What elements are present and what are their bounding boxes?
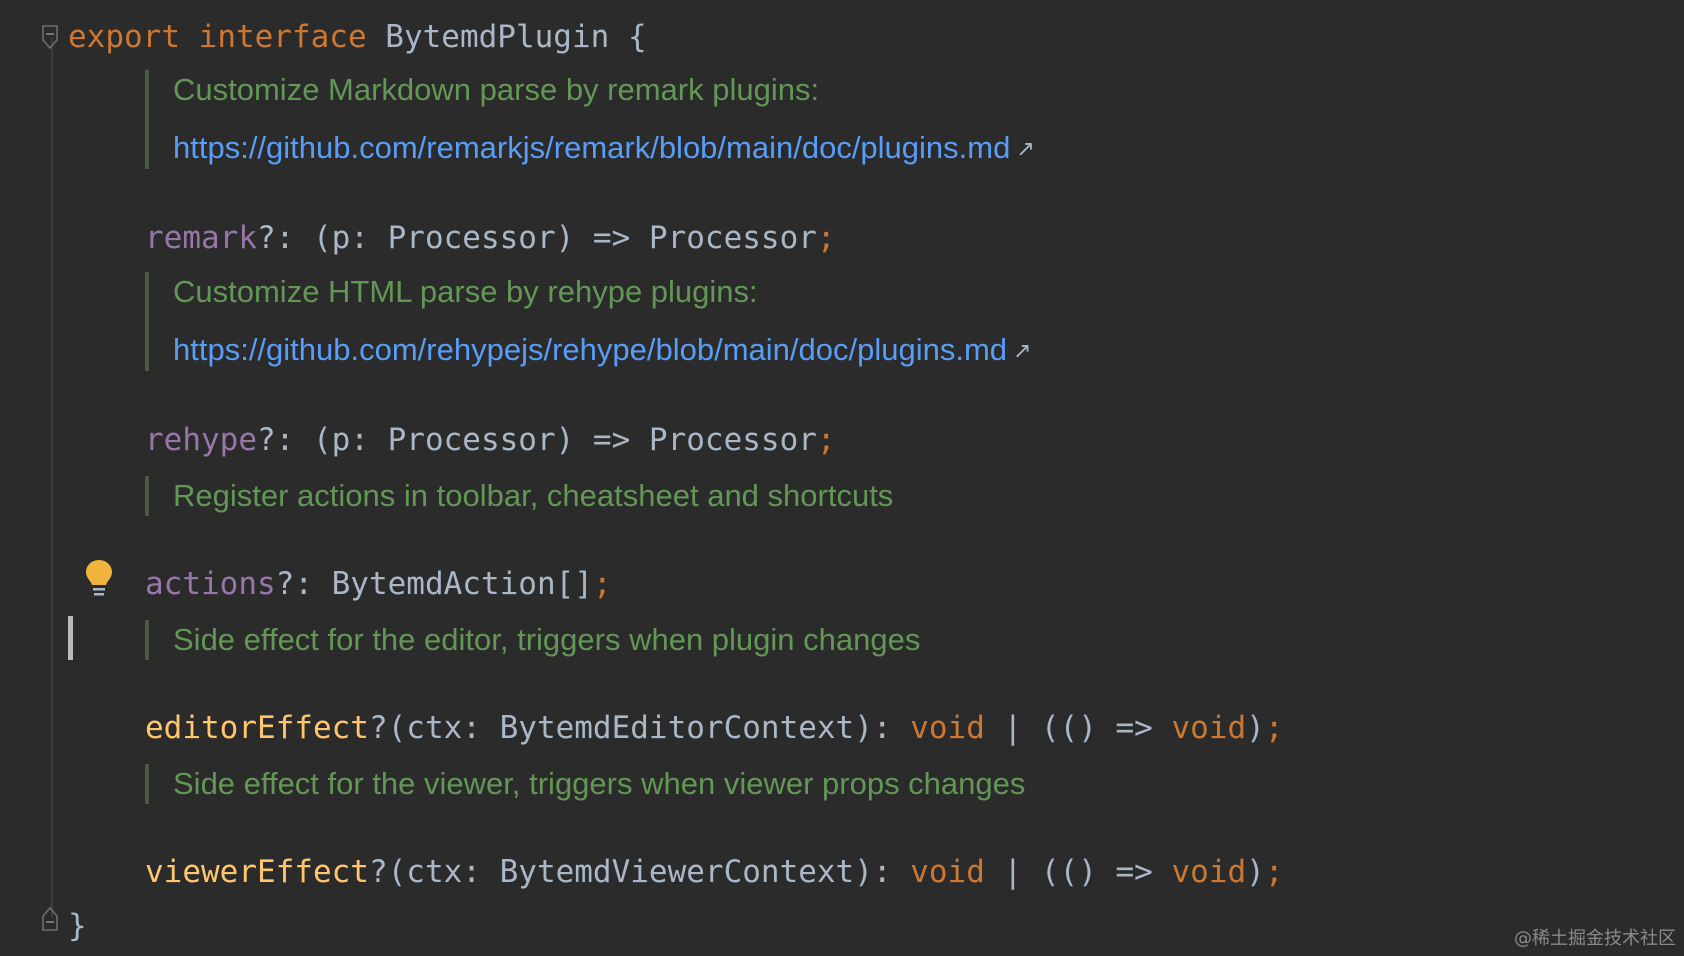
viewer-effect-signature: ?(ctx: BytemdViewerContext): bbox=[368, 854, 911, 890]
doc-link-remark-plugins[interactable]: https://github.com/remarkjs/remark/blob/… bbox=[173, 128, 1035, 169]
fold-open-icon[interactable] bbox=[41, 24, 59, 50]
semicolon: ; bbox=[592, 566, 612, 602]
remark-property-line[interactable]: remark?: (p: Processor) => Processor; bbox=[145, 218, 836, 258]
semicolon: ; bbox=[1264, 854, 1284, 890]
doc-comment-rehype: Customize HTML parse by rehype plugins: … bbox=[145, 272, 1031, 371]
external-link-icon[interactable]: ↗ bbox=[1013, 338, 1032, 363]
keyword-interface: interface bbox=[198, 19, 367, 55]
doc-link-text[interactable]: https://github.com/rehypejs/rehype/blob/… bbox=[173, 332, 1008, 367]
doc-comment-actions: Register actions in toolbar, cheatsheet … bbox=[145, 476, 893, 516]
doc-comment-viewer-effect: Side effect for the viewer, triggers whe… bbox=[145, 764, 1025, 804]
external-link-icon[interactable]: ↗ bbox=[1016, 136, 1035, 161]
interface-name: BytemdPlugin bbox=[366, 19, 628, 55]
close-brace: } bbox=[68, 908, 87, 944]
doc-text: Register actions in toolbar, cheatsheet … bbox=[173, 478, 894, 513]
keyword-export: export bbox=[68, 19, 180, 55]
keyword-void: void bbox=[1171, 710, 1247, 746]
fold-close-icon[interactable] bbox=[41, 906, 59, 932]
semicolon: ; bbox=[816, 220, 836, 256]
doc-link-rehype-plugins[interactable]: https://github.com/rehypejs/rehype/blob/… bbox=[173, 330, 1031, 371]
doc-comment-remark: Customize Markdown parse by remark plugi… bbox=[145, 70, 1035, 169]
semicolon: ; bbox=[816, 422, 836, 458]
fold-guide-line bbox=[51, 38, 53, 918]
doc-text: Side effect for the viewer, triggers whe… bbox=[173, 766, 1026, 801]
property-rehype: rehype bbox=[145, 422, 257, 458]
close-paren: ) bbox=[1246, 854, 1265, 890]
interface-declaration-line[interactable]: export interface BytemdPlugin { bbox=[68, 17, 647, 57]
remark-signature: ?: (p: Processor) => Processor bbox=[256, 220, 817, 256]
open-brace: { bbox=[627, 19, 647, 55]
union-arrow: | (() => bbox=[984, 854, 1172, 890]
doc-text: Customize Markdown parse by remark plugi… bbox=[173, 72, 820, 107]
watermark: @稀土掘金技术社区 bbox=[1514, 928, 1676, 949]
method-viewer-effect: viewerEffect bbox=[145, 854, 369, 890]
close-paren: ) bbox=[1246, 710, 1265, 746]
editor-effect-signature: ?(ctx: BytemdEditorContext): bbox=[368, 710, 911, 746]
actions-signature: ?: BytemdAction[] bbox=[275, 566, 593, 602]
method-editor-effect: editorEffect bbox=[145, 710, 369, 746]
property-actions: actions bbox=[145, 566, 276, 602]
lightbulb-icon[interactable] bbox=[84, 558, 114, 598]
viewer-effect-line[interactable]: viewerEffect?(ctx: BytemdViewerContext):… bbox=[145, 852, 1284, 892]
union-arrow: | (() => bbox=[984, 710, 1172, 746]
rehype-signature: ?: (p: Processor) => Processor bbox=[256, 422, 817, 458]
editor-effect-line[interactable]: editorEffect?(ctx: BytemdEditorContext):… bbox=[145, 708, 1284, 748]
keyword-void: void bbox=[1171, 854, 1247, 890]
interface-close-line[interactable]: } bbox=[68, 906, 87, 946]
keyword-void: void bbox=[910, 710, 985, 746]
doc-link-text[interactable]: https://github.com/remarkjs/remark/blob/… bbox=[173, 130, 1011, 165]
keyword-void: void bbox=[910, 854, 985, 890]
semicolon: ; bbox=[1264, 710, 1284, 746]
property-remark: remark bbox=[145, 220, 257, 256]
doc-comment-editor-effect: Side effect for the editor, triggers whe… bbox=[145, 620, 920, 660]
doc-text: Side effect for the editor, triggers whe… bbox=[173, 622, 921, 657]
doc-text: Customize HTML parse by rehype plugins: bbox=[173, 274, 758, 309]
text-caret bbox=[68, 616, 73, 660]
rehype-property-line[interactable]: rehype?: (p: Processor) => Processor; bbox=[145, 420, 836, 460]
actions-property-line[interactable]: actions?: BytemdAction[]; bbox=[145, 564, 612, 604]
